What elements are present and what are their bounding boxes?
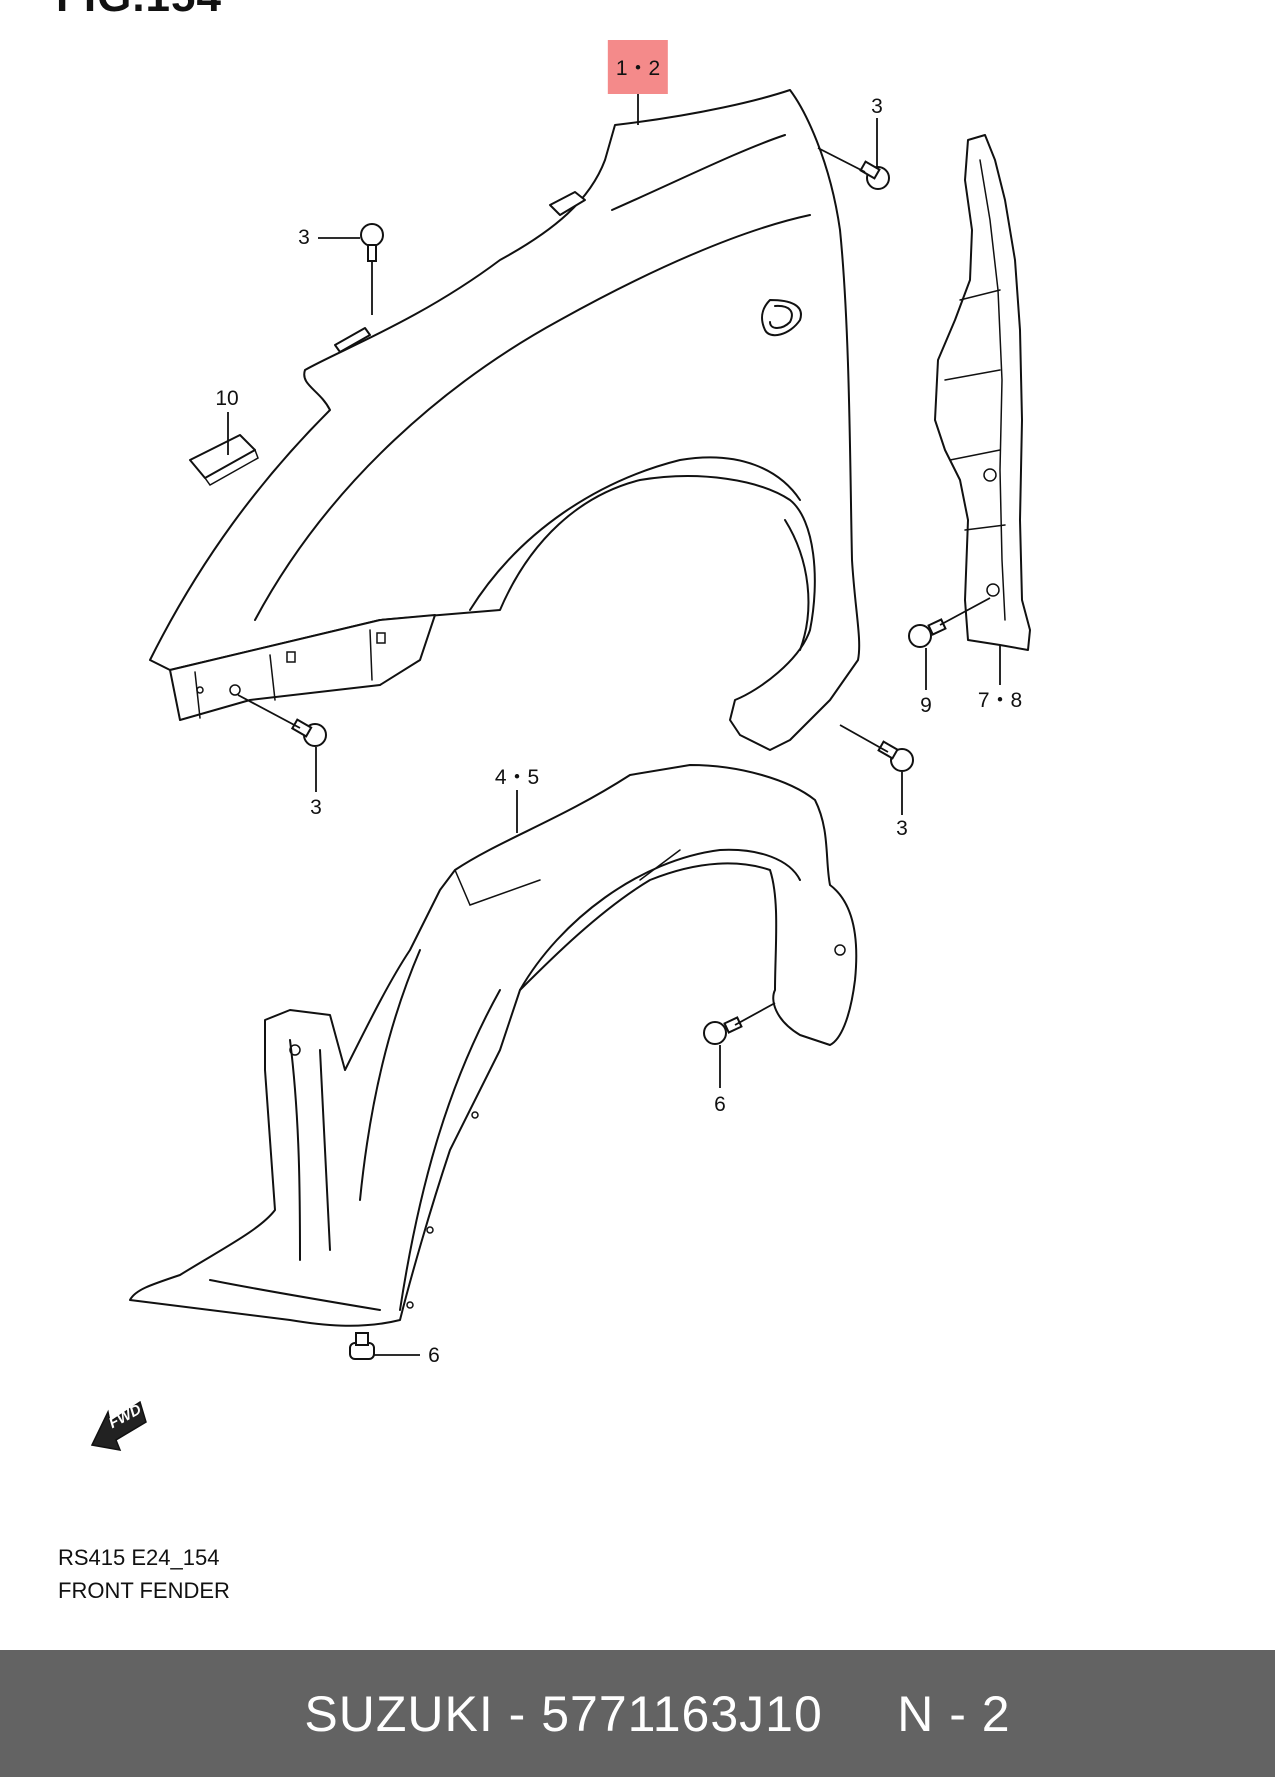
part-number-footer: SUZUKI - 5771163J10 N - 2 [0,1650,1275,1777]
bolt-9[interactable] [908,618,947,648]
clip-6-bottom[interactable] [349,1332,375,1360]
callout-3-bottom-right[interactable]: 3 [896,817,908,840]
front-fender-exploded-diagram [90,88,1031,1451]
bolt-top-left[interactable] [360,223,384,262]
fwd-arrow-icon [90,1400,147,1451]
bolt-bottom-left[interactable] [290,718,327,747]
diagram-name: FRONT FENDER [58,1578,230,1603]
callout-6-bottom[interactable]: 6 [428,1344,440,1367]
bolt-top-right[interactable] [859,160,890,190]
callout-3-bottom-left[interactable]: 3 [310,796,322,819]
protector-part-10[interactable] [189,434,259,486]
fender-liner-part[interactable] [129,764,858,1327]
callout-9[interactable]: 9 [920,694,932,717]
callout-6-right[interactable]: 6 [714,1093,726,1116]
callout-3-top-right[interactable]: 3 [871,95,883,118]
figure-title: FIG.154 [56,0,222,22]
leader-lines [227,88,1001,1356]
callout-4-5[interactable]: 4・5 [494,766,540,789]
callout-7-8[interactable]: 7・8 [977,689,1023,712]
clip-6-right[interactable] [703,1016,743,1045]
part-number-text: SUZUKI - 5771163J10 N - 2 [304,1685,1011,1742]
callout-10[interactable]: 10 [215,387,239,410]
callout-1-2[interactable]: 1・2 [607,40,669,94]
diagram-code: RS415 E24_154 [58,1545,220,1570]
front-fender-part[interactable] [149,89,861,751]
callout-3-top-left[interactable]: 3 [298,226,310,249]
bolt-bottom-right[interactable] [877,740,914,772]
fender-side-bracket-part[interactable] [934,134,1031,651]
